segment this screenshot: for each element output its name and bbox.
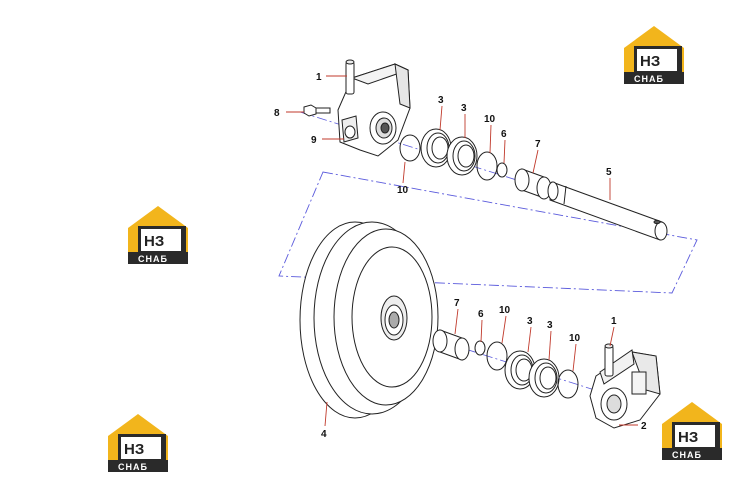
callout-3-top-a: 3 (438, 95, 444, 106)
callout-6-bottom: 6 (478, 309, 484, 320)
pin-bottom (604, 343, 614, 377)
callout-7-top: 7 (535, 139, 541, 150)
logo-band-top-right (624, 72, 684, 84)
bushing-bottom (432, 329, 470, 361)
logo-sub-bottom-left: СНАБ (118, 462, 148, 472)
callout-1-top: 1 (316, 72, 322, 83)
logo-mark-left-middle: НЗ (144, 233, 164, 250)
logo-bottom-left: НЗ СНАБ (108, 414, 168, 472)
logo-mark-bottom-right: НЗ (678, 429, 698, 446)
callout-1-bottom: 1 (611, 316, 617, 327)
ring-bottom (474, 340, 486, 356)
callout-2: 2 (641, 421, 647, 432)
seal-bottom-b (528, 358, 560, 398)
callout-9: 9 (311, 135, 317, 146)
logo-mark-bottom-left: НЗ (124, 441, 144, 458)
logo-sub-left-middle: СНАБ (138, 254, 168, 264)
oring-bottom-b (557, 369, 579, 399)
callout-3-bottom-a: 3 (527, 316, 533, 327)
bolt-top (303, 104, 331, 117)
bracket-bottom (589, 349, 661, 429)
logo-top-right: НЗ СНАБ (624, 26, 684, 84)
seal-top-b (446, 136, 478, 176)
logo-bottom-right: НЗ СНАБ (662, 402, 722, 460)
callout-8: 8 (274, 108, 280, 119)
callout-4: 4 (321, 429, 327, 440)
pin-top (345, 59, 355, 95)
assembly-outline (278, 171, 698, 294)
logo-sub-bottom-right: СНАБ (672, 450, 702, 460)
logo-box-left-middle (141, 229, 181, 251)
callouts: 1 8 9 3 3 10 6 7 5 10 7 6 10 3 3 10 1 2 … (274, 72, 647, 440)
callout-3-bottom-b: 3 (547, 320, 553, 331)
leader-lines (286, 75, 638, 427)
oring-top-b (476, 151, 498, 181)
callout-10-top-a: 10 (484, 114, 496, 125)
callout-3-top-b: 3 (461, 103, 467, 114)
logo-sub-top-right: СНАБ (634, 74, 664, 84)
logo-band-bottom-right (662, 448, 722, 460)
oring-bottom-a (486, 341, 508, 371)
logo-band-bottom-left (108, 460, 168, 472)
ring-top (496, 162, 508, 178)
callout-10-bottom-b: 10 (569, 333, 581, 344)
logo-mark-top-right: НЗ (640, 53, 660, 70)
callout-6-top: 6 (501, 129, 507, 140)
bracket-top (337, 63, 411, 157)
shaft (547, 181, 668, 241)
callout-5: 5 (606, 167, 612, 178)
idler-wheel (299, 221, 439, 419)
logo-box-top-right (637, 49, 677, 71)
callout-10-top-b: 10 (397, 185, 409, 196)
oring-top-a (399, 134, 421, 162)
logo-band-left-middle (128, 252, 188, 264)
callout-7-bottom: 7 (454, 298, 460, 309)
bushing-top (514, 168, 552, 200)
seal-top-a (420, 128, 452, 168)
callout-10-bottom-a: 10 (499, 305, 511, 316)
logo-left-middle: НЗ СНАБ (128, 206, 188, 264)
logo-box-bottom-left (121, 437, 161, 459)
logo-box-bottom-right (675, 425, 715, 447)
